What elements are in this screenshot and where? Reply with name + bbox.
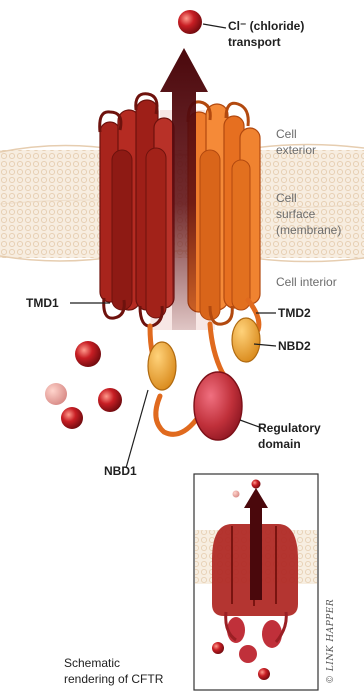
regulatory-label-line2: domain (258, 437, 301, 451)
regulatory-domain (194, 372, 242, 440)
artist-signature: © LINK HAPPER (326, 599, 336, 684)
nbd2-label: NBD2 (278, 339, 311, 353)
tmd1-helices (100, 94, 174, 326)
cell-exterior-line2: exterior (276, 143, 316, 157)
cell-surface-line1: Cell (276, 191, 297, 205)
nbd1-label: NBD1 (104, 464, 137, 478)
nbd2-domain (232, 318, 260, 362)
cell-interior-label: Cell interior (276, 275, 337, 289)
chloride-label-line2: transport (228, 35, 281, 49)
cell-surface-line2: surface (276, 207, 315, 221)
schematic-caption-line1: Schematic (64, 656, 120, 670)
cell-surface-line3: (membrane) (276, 223, 341, 237)
tmd2-helices (188, 102, 260, 324)
nbd1-domain (148, 342, 176, 390)
schematic-inset (194, 474, 318, 690)
tmd2-label: TMD2 (278, 306, 311, 320)
chloride-label-line1: Cl⁻ (chloride) (228, 19, 304, 33)
tmd1-label: TMD1 (26, 296, 59, 310)
cell-exterior-line1: Cell (276, 127, 297, 141)
regulatory-label-line1: Regulatory (258, 421, 321, 435)
schematic-caption-line2: rendering of CFTR (64, 672, 163, 686)
